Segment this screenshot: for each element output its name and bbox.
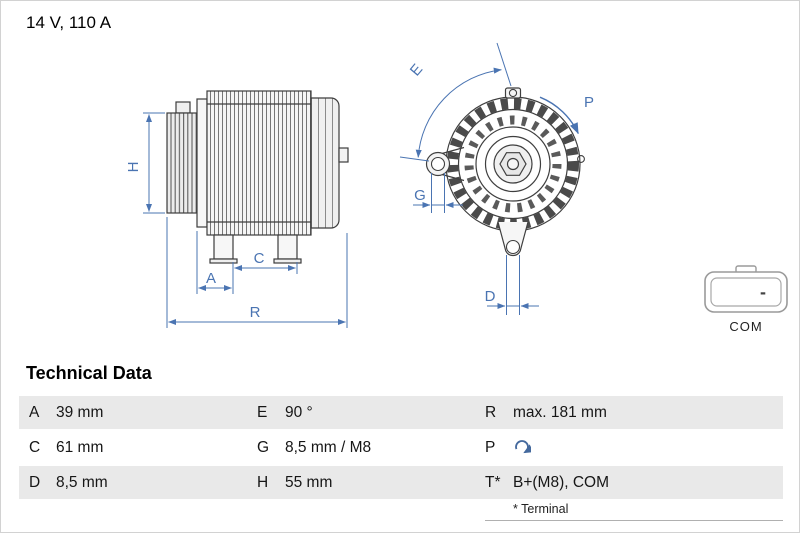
dim-label-H: H [125,162,142,173]
front-view [425,87,585,257]
pulley [166,112,198,214]
side-view-dimensions [143,112,348,328]
dim-label-C: C [254,250,265,267]
cell-value: 90 ° [285,403,313,421]
connector-pin-label: - [760,282,766,302]
dim-label-G: G [414,187,426,204]
table-row: A 39 mm E 90 ° R max. 181 mm [19,396,783,429]
table-footnote: * Terminal [485,501,783,521]
cell-key: P [485,438,496,456]
dim-label-A: A [206,270,216,287]
dim-label-R: R [250,304,261,321]
front-view-dimensions [399,42,579,315]
cell-key: G [257,438,270,456]
alternator-technical-drawing: H A C R E P [125,42,788,334]
cell-key: H [257,473,269,491]
cell-value: 8,5 mm / M8 [285,438,372,456]
cell-value: 39 mm [56,403,104,421]
cell-key: C [29,438,41,456]
terminal-tab [338,147,349,163]
cell-value: B+(M8), COM [513,473,610,491]
cell-key: D [29,473,41,491]
dim-label-P: P [584,94,594,111]
com-connector-icon: - COM [704,265,788,334]
mounting-leg-front [213,234,234,260]
cell-key: A [29,403,40,421]
mounting-leg-rear [277,234,298,260]
rotation-cw-icon [515,440,531,454]
cell-key: R [485,403,497,421]
connector-caption: COM [729,319,762,334]
cell-key: E [257,403,268,421]
cell-value: 8,5 mm [56,473,108,491]
housing-fins [206,90,312,236]
table-row: D 8,5 mm H 55 mm T* B+(M8), COM [19,466,783,499]
side-view [166,90,349,264]
bottom-lug [497,221,529,257]
rear-housing [310,97,340,229]
fan-ring [464,115,562,213]
top-lug [504,87,522,99]
product-rating: 14 V, 110 A [26,13,112,32]
cell-key: T* [485,473,501,491]
cell-value [513,438,783,456]
technical-data-title: Technical Data [26,363,152,383]
dim-label-D: D [485,288,496,305]
cell-value: 55 mm [285,473,333,491]
angle-E-arc [415,67,502,158]
dim-label-E: E [407,61,426,80]
cell-value: max. 181 mm [513,403,607,421]
table-row: C 61 mm G 8,5 mm / M8 P [19,431,783,464]
rotation-direction-arrow [539,96,579,135]
technical-data-section: Technical Data A 39 mm E 90 ° R max. 181… [19,363,783,521]
cell-value: 61 mm [56,438,104,456]
